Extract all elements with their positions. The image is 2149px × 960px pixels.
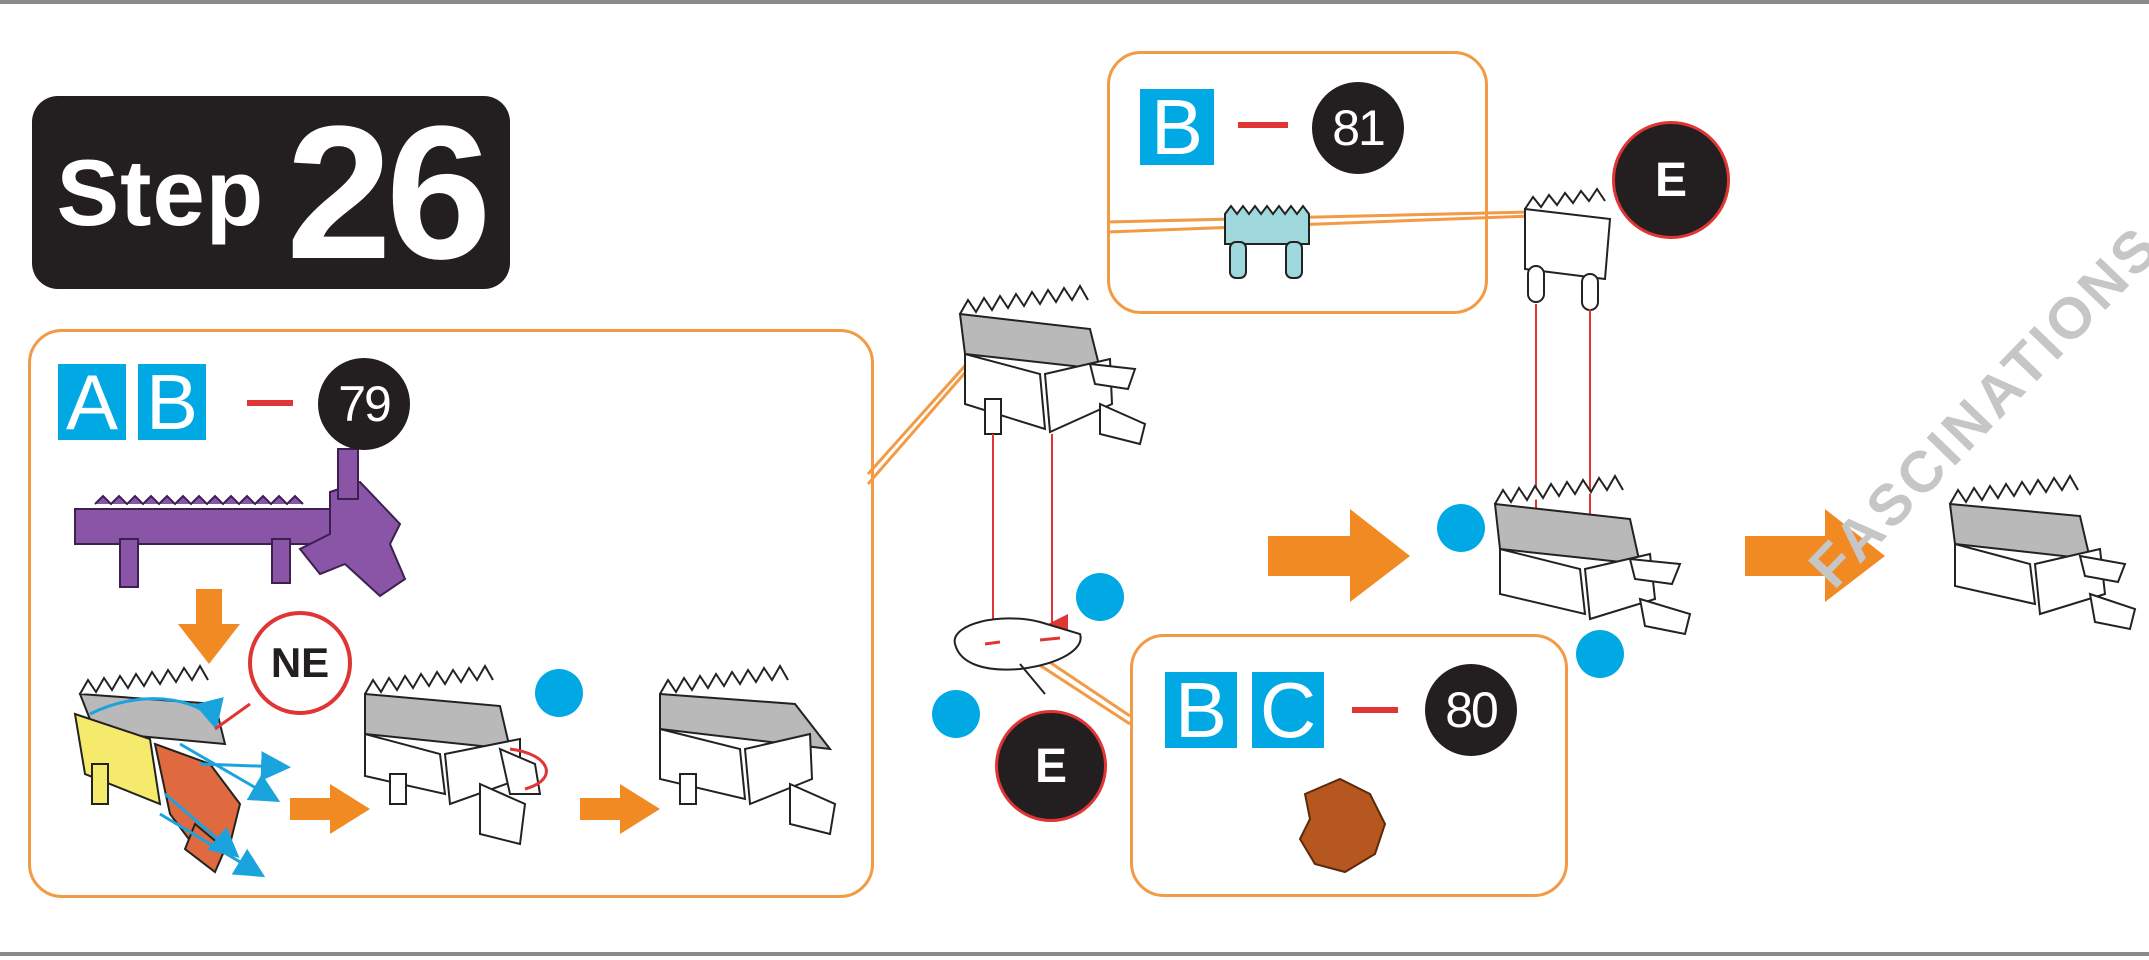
separator-dash (247, 400, 293, 406)
label-bubble-ne: NE (248, 611, 352, 715)
piece-number-81: 81 (1312, 82, 1404, 174)
label-bubble-e-bottom: E (995, 710, 1107, 822)
assembly-stage-2 (364, 663, 548, 846)
dot-marker-icon (932, 690, 980, 738)
label-bubble-e-top: E (1612, 121, 1730, 239)
part-tile-c: C (1252, 671, 1324, 749)
dot-marker-icon (1576, 630, 1624, 678)
step-badge: Step 26 (32, 96, 510, 289)
piece-number-80: 80 (1425, 664, 1517, 756)
arrow-down-icon (178, 589, 240, 664)
assembly-diagram (73, 187, 2137, 878)
part-e-flat-plate (953, 617, 1082, 671)
part-tile-b: B (138, 363, 206, 441)
assembly-stage-1 (73, 663, 291, 878)
part-tile-b: B (1140, 88, 1214, 166)
part-tile-b: B (1165, 671, 1237, 749)
arrow-right-icon (580, 784, 660, 834)
dot-marker-icon (1437, 504, 1485, 552)
dot-marker-icon (1076, 573, 1124, 621)
part-79-purple-rack (74, 448, 407, 598)
assembly-final (1948, 473, 2137, 631)
step-number: 26 (286, 86, 491, 299)
piece-number-79: 79 (318, 358, 410, 450)
separator-dash (1352, 707, 1398, 713)
assembly-stage-4 (1493, 473, 1692, 636)
part-81-mounted (1524, 187, 1612, 311)
dot-marker-icon (535, 669, 583, 717)
assembly-stage-3 (659, 663, 837, 836)
separator-dash (1238, 122, 1288, 128)
part-tile-a: A (58, 363, 126, 441)
part-80-brown-chunk (1298, 777, 1387, 874)
step-word: Step (56, 139, 265, 245)
part-81-teal-clip (1224, 204, 1310, 279)
assembly-upper-middle (958, 283, 1147, 446)
arrow-right-icon (1268, 509, 1410, 602)
arrow-right-icon (290, 784, 370, 834)
arrow-right-icon (1745, 509, 1885, 602)
